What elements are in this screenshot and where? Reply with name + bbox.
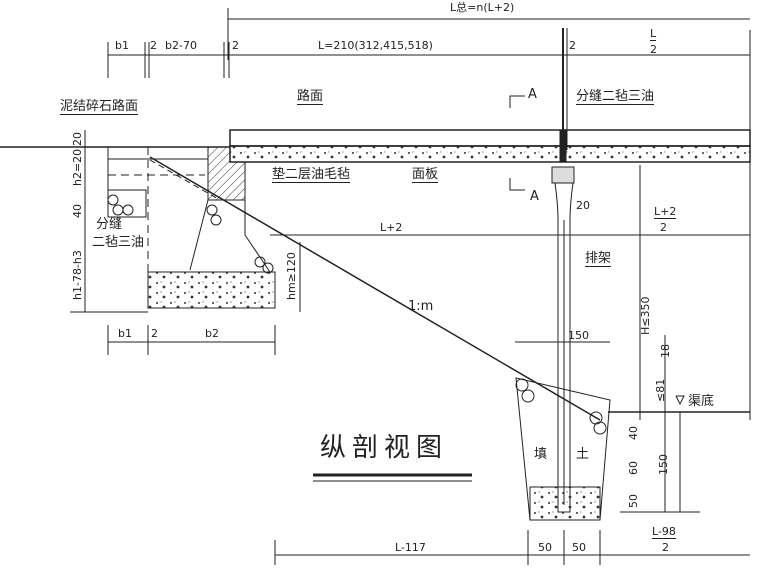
dim-v-h1-78-h3: h1-78-h3 <box>71 250 84 300</box>
dim-gap2-b: 2 <box>232 39 239 52</box>
dim-H-350: H≤350 <box>639 296 652 335</box>
dim-L2-half-num: L+2 <box>654 205 677 219</box>
dim-pier-20: 20 <box>576 199 590 212</box>
macadam-layer <box>107 146 209 160</box>
label-fill-2: 土 <box>576 447 590 462</box>
dim-L98-den: 2 <box>662 541 669 554</box>
label-bent-frame: 排架 <box>585 251 612 267</box>
drawing-title: 纵剖视图 <box>320 433 449 463</box>
dim-L-plus-2: L+2 <box>380 221 403 234</box>
dim-b1-bottom: b1 <box>118 327 132 340</box>
slope-line <box>149 156 601 421</box>
label-joint-left-1: 分缝 <box>96 217 123 232</box>
pier-cap <box>551 166 575 184</box>
dim-w50-b: 50 <box>572 541 586 554</box>
dim-w150: 150 <box>568 329 589 342</box>
dim-b2-bottom: b2 <box>205 327 219 340</box>
road-surface <box>229 129 751 147</box>
dim-b1-top: b1 <box>115 39 129 52</box>
dim-v-h2-20: h2=20 <box>71 148 84 186</box>
dim-total-length: L总=n(L+2) <box>450 1 515 14</box>
dim-v60: 60 <box>627 461 640 475</box>
dim-gap2-d: 2 <box>151 327 158 340</box>
dim-hm-120: hm≥120 <box>285 252 298 300</box>
dim-half-L-num: L <box>650 27 657 41</box>
dim-b2-minus-70: b2-70 <box>165 39 197 52</box>
dim-w50-a: 50 <box>538 541 552 554</box>
label-road-surface: 路面 <box>297 89 324 105</box>
label-road-surface-macadam: 泥结碎石路面 <box>60 99 139 115</box>
dim-half-L-den: 2 <box>650 43 657 56</box>
dim-v40-b: 40 <box>627 426 640 440</box>
label-fill-1: 填 <box>534 447 548 462</box>
label-canal-bottom: 渠底 <box>688 394 715 409</box>
deck-slab <box>229 145 751 163</box>
dim-v18: 18 <box>659 344 672 358</box>
label-felt-pad: 垫二层油毛毡 <box>272 167 351 183</box>
dim-L2-half-den: 2 <box>660 221 667 234</box>
dim-L-minus-117: L-117 <box>395 541 426 554</box>
label-joint-top: 分缝二毡三油 <box>576 89 655 105</box>
dim-gap2-a: 2 <box>150 39 157 52</box>
label-joint-left-2: 二毡三油 <box>92 235 145 250</box>
dim-v-20: 20 <box>71 132 84 146</box>
label-deck-slab: 面板 <box>412 167 439 183</box>
dim-v50: 50 <box>627 494 640 508</box>
footing <box>147 271 276 309</box>
section-mark-bottom: A <box>530 189 539 204</box>
joint <box>559 129 567 163</box>
dim-span-L: L=210(312,415,518) <box>318 39 433 52</box>
label-slope: 1:m <box>408 299 434 314</box>
dim-v150-b: 150 <box>657 454 670 475</box>
dim-gap2-c: 2 <box>569 39 576 52</box>
dim-v-40: 40 <box>71 204 84 218</box>
dim-L98-num: L-98 <box>652 525 676 539</box>
dim-v-le-81: ≤81 <box>654 378 667 402</box>
section-mark-top: A <box>528 87 537 102</box>
